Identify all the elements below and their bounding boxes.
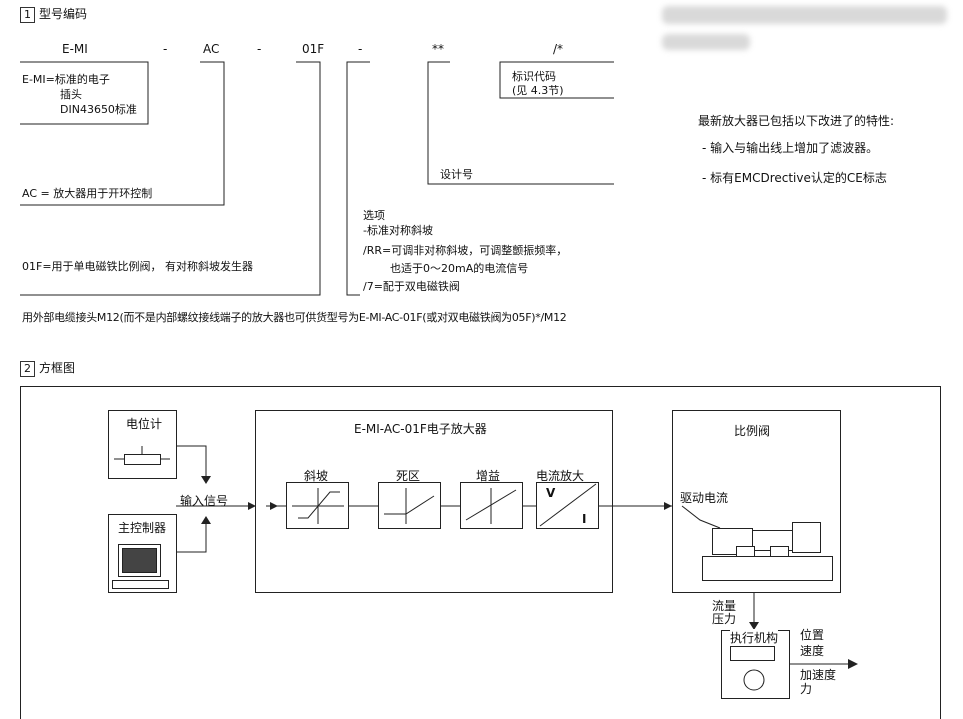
section2-heading: 2 方框图 <box>20 359 75 377</box>
code-part-01f: 01F <box>302 42 325 56</box>
options-line: 也适于0～20mA的电流信号 <box>390 262 529 275</box>
code-part-ac: AC <box>203 42 220 56</box>
options-line: /RR=可调非对称斜坡，可调整颤振频率， <box>363 244 568 257</box>
section-title: 型号编码 <box>39 7 88 21</box>
feature-line: 最新放大器已包括以下改进了的特性: <box>698 114 895 128</box>
code-part-id: /* <box>553 42 564 56</box>
amp-glyph-v: V <box>546 486 556 500</box>
code-part-emi: E-MI <box>62 42 88 56</box>
pressure-label: 压力 <box>712 612 737 626</box>
code-dash: - <box>257 42 262 56</box>
options-line: -标准对称斜坡 <box>363 224 433 237</box>
emi-desc-line: E-MI=标准的电子 <box>22 73 110 86</box>
section-title: 方框图 <box>39 361 76 375</box>
id-code-line: (见 4.3节) <box>512 84 564 97</box>
redacted-text <box>662 6 947 24</box>
code-dash: - <box>163 42 168 56</box>
feature-line: - 输入与输出线上增加了滤波器。 <box>702 141 879 155</box>
section-number: 2 <box>20 360 35 377</box>
stage-label-current-amp: 电流放大 <box>536 469 585 483</box>
f01-desc: 01F=用于单电磁铁比例阀， 有对称斜坡发生器 <box>22 260 254 273</box>
output-velocity: 速度 <box>800 644 825 658</box>
feature-line: - 标有EMCDrective认定的CE标志 <box>702 171 887 185</box>
output-force: 力 <box>800 682 813 696</box>
stage-label-deadband: 死区 <box>396 469 421 483</box>
controller-label: 主控制器 <box>118 521 167 535</box>
code-dash: - <box>358 42 363 56</box>
emi-desc-line: DIN43650标准 <box>60 103 137 116</box>
note-text: 用外部电缆接头M12(而不是内部螺纹接线端子的放大器也可供货型号为E-MI-AC… <box>22 311 567 324</box>
ac-desc: AC = 放大器用于开环控制 <box>22 187 153 200</box>
flow-label: 流量 <box>712 599 737 613</box>
design-no: 设计号 <box>440 168 473 181</box>
stage-label-gain: 增益 <box>476 469 501 483</box>
potentiometer-label: 电位计 <box>126 417 163 431</box>
amp-glyph-i: I <box>582 512 587 526</box>
drive-current-label: 驱动电流 <box>680 491 729 505</box>
emi-desc-line: 插头 <box>60 88 82 101</box>
id-code-line: 标识代码 <box>512 70 556 83</box>
output-acceleration: 加速度 <box>800 668 837 682</box>
valve-title: 比例阀 <box>734 424 771 438</box>
amplifier-title: E-MI-AC-01F电子放大器 <box>354 422 487 436</box>
input-signal-label: 输入信号 <box>180 494 229 508</box>
options-line: /7=配于双电磁铁阀 <box>363 280 460 293</box>
actuator-label: 执行机构 <box>730 629 779 646</box>
stage-label-ramp: 斜坡 <box>304 469 329 483</box>
code-part-design: ** <box>432 42 444 56</box>
section1-heading: 1 型号编码 <box>20 5 87 23</box>
section-number: 1 <box>20 6 35 23</box>
options-line: 选项 <box>363 209 385 222</box>
redacted-text <box>662 34 750 50</box>
output-position: 位置 <box>800 628 825 642</box>
